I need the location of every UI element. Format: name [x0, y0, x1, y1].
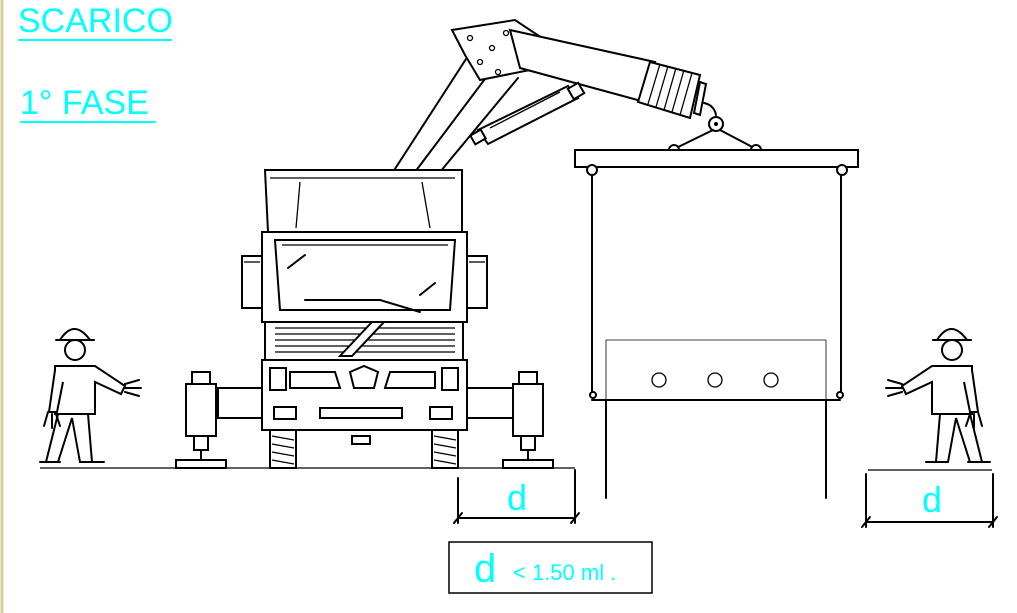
dimension-left: d — [453, 469, 580, 524]
distance-note-box: d < 1.50 ml . — [448, 541, 653, 594]
distance-note-symbol: d — [474, 547, 496, 591]
phase-heading: 1° FASE — [20, 84, 149, 122]
load-panel-icon — [574, 149, 859, 499]
dimension-left-label: d — [507, 477, 527, 518]
dimension-right-label: d — [922, 479, 942, 520]
truck-icon — [175, 169, 554, 469]
worker-right-icon — [885, 328, 991, 463]
worker-left-icon — [39, 328, 142, 463]
distance-note-text: < 1.50 ml . — [513, 560, 616, 585]
dimension-right: d — [861, 473, 998, 528]
crane-boom-icon — [391, 18, 762, 173]
title-heading: SCARICO — [18, 2, 173, 40]
